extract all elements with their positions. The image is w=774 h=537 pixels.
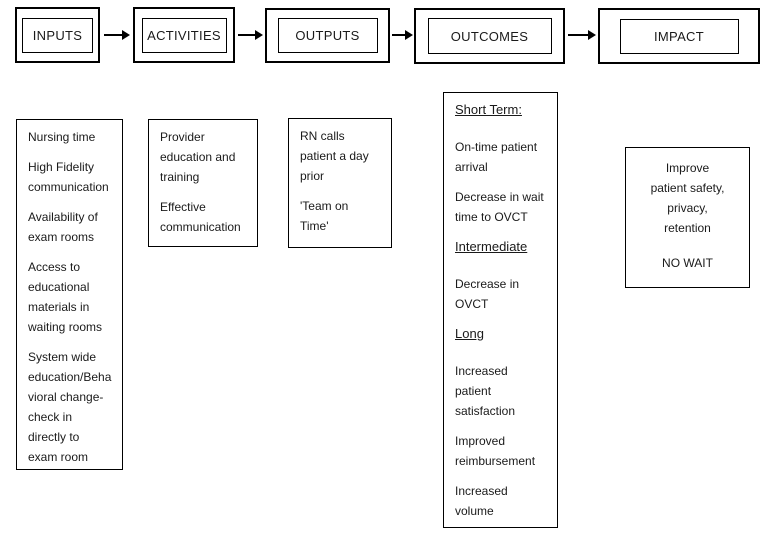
inputs-item-2-line-1: exam rooms — [28, 230, 95, 244]
impact-item-0-line-2: privacy, — [667, 201, 708, 215]
outputs-item-0: RN calls patient a day prior — [300, 126, 385, 186]
flow-arrow-1 — [104, 29, 130, 40]
arrow-right-icon — [588, 29, 596, 40]
impact-item-0-line-1: patient safety, — [650, 181, 725, 195]
outcomes-item-8-line-0: Increased — [455, 484, 508, 498]
inputs-item-3: Access to educational materials in waiting … — [28, 257, 116, 337]
flow-box-outputs: OUTPUTS — [265, 8, 390, 63]
inputs-item-4-line-4: directly to — [28, 430, 80, 444]
inputs-item-3-line-1: educational — [28, 280, 90, 294]
arrow-right-icon — [122, 29, 130, 40]
flow-box-impact-label: IMPACT — [654, 28, 704, 44]
inputs-item-4-line-1: education/Beha — [28, 370, 112, 384]
inputs-item-2: Availability of exam rooms — [28, 207, 116, 247]
arrow-right-icon — [255, 29, 263, 40]
flow-box-inputs-inner: INPUTS — [22, 17, 93, 53]
flow-box-inputs: INPUTS — [15, 7, 100, 63]
outcomes-item-4-line-0: Decrease in — [455, 277, 520, 291]
outcomes-item-3-heading: Intermediate — [455, 237, 551, 257]
flow-box-inputs-label: INPUTS — [32, 27, 83, 43]
activities-item-0: Provider education and training — [160, 127, 251, 187]
flow-arrow-4 — [568, 29, 596, 40]
outcomes-item-1: On-time patient arrival — [455, 137, 551, 177]
inputs-item-1: High Fidelity communication — [28, 157, 116, 197]
activities-item-1: Effective communication — [160, 197, 251, 237]
flow-arrow-2 — [238, 29, 263, 40]
inputs-item-3-line-2: materials in — [28, 300, 90, 314]
outcomes-item-3-line-0: Intermediate — [455, 239, 528, 254]
outcomes-item-7-line-0: Improved — [455, 434, 506, 448]
inputs-item-4-line-0: System wide — [28, 350, 97, 364]
outcomes-item-5-line-0: Long — [455, 326, 484, 341]
inputs-item-1-line-1: communication — [28, 180, 109, 194]
impact-item-1-line-0: NO WAIT — [662, 256, 713, 270]
outcomes-item-2: Decrease in wait time to OVCT — [455, 187, 551, 227]
flow-box-outcomes-inner: OUTCOMES — [427, 18, 552, 54]
outputs-item-1: 'Team on Time' — [300, 196, 385, 236]
activities-item-1-line-1: communication — [160, 220, 241, 234]
outputs-item-0-line-0: RN calls — [300, 129, 345, 143]
outcomes-item-6-line-0: Increased — [455, 364, 508, 378]
inputs-item-2-line-0: Availability of — [28, 210, 98, 224]
activities-item-0-line-0: Provider — [160, 130, 205, 144]
outcomes-item-2-line-1: time to OVCT — [455, 210, 528, 224]
inputs-item-1-line-0: High Fidelity — [28, 160, 95, 174]
inputs-item-4: System wide education/Beha vioral change-c… — [28, 347, 116, 467]
inputs-item-3-line-3: waiting rooms — [28, 320, 103, 334]
outcomes-item-0-line-0: Short Term: — [455, 102, 522, 117]
flow-box-impact: IMPACT — [598, 8, 760, 64]
impact-item-1: NO WAIT — [631, 253, 744, 273]
outcomes-item-0-heading: Short Term: — [455, 100, 551, 120]
outputs-detail-box: RN calls patient a day prior 'Team on Time' — [288, 118, 392, 248]
flow-box-impact-inner: IMPACT — [619, 18, 739, 54]
inputs-item-0-line-0: Nursing time — [28, 130, 96, 144]
outputs-item-1-line-1: Time' — [300, 219, 329, 233]
outcomes-item-1-line-1: arrival — [455, 160, 488, 174]
outcomes-item-4-line-1: OVCT — [455, 297, 489, 311]
inputs-item-0: Nursing time — [28, 127, 116, 147]
outcomes-item-4: Decrease in OVCT — [455, 274, 551, 314]
outcomes-item-6: Increased patient satisfaction — [455, 361, 551, 421]
flow-box-outcomes: OUTCOMES — [414, 8, 565, 64]
activities-item-0-line-2: training — [160, 170, 200, 184]
outputs-item-0-line-1: patient a day — [300, 149, 369, 163]
impact-item-0-line-0: Improve — [665, 161, 710, 175]
outputs-item-0-line-2: prior — [300, 169, 325, 183]
outputs-item-1-line-0: 'Team on — [300, 199, 349, 213]
outcomes-item-5-heading: Long — [455, 324, 551, 344]
flow-box-activities-inner: ACTIVITIES — [141, 17, 227, 53]
inputs-item-3-line-0: Access to — [28, 260, 81, 274]
inputs-item-4-line-2: vioral change- — [28, 390, 104, 404]
outcomes-item-8: Increased volume — [455, 481, 551, 521]
activities-item-0-line-1: education and — [160, 150, 236, 164]
outcomes-item-6-line-2: satisfaction — [455, 404, 516, 418]
impact-item-0-line-3: retention — [664, 221, 711, 235]
flow-box-outputs-label: OUTPUTS — [295, 28, 360, 43]
outcomes-item-8-line-1: volume — [455, 504, 494, 518]
outcomes-item-7: Improved reimbursement — [455, 431, 551, 471]
inputs-item-4-line-3: check in — [28, 410, 73, 424]
flow-box-activities: ACTIVITIES — [133, 7, 235, 63]
outcomes-item-7-line-1: reimbursement — [455, 454, 536, 468]
outcomes-item-2-line-0: Decrease in wait — [455, 190, 544, 204]
arrow-right-icon — [405, 29, 413, 40]
flow-box-outcomes-label: OUTCOMES — [450, 28, 529, 44]
impact-item-0: Improve patient safety, privacy, retention — [631, 158, 744, 238]
flow-box-activities-label: ACTIVITIES — [147, 27, 221, 43]
outcomes-item-6-line-1: patient — [455, 384, 492, 398]
flow-arrow-3 — [392, 29, 413, 40]
outcomes-item-1-line-0: On-time patient — [455, 140, 538, 154]
flow-box-outputs-inner: OUTPUTS — [277, 18, 378, 53]
inputs-item-4-line-5: exam room — [28, 450, 89, 464]
activities-item-1-line-0: Effective — [160, 200, 206, 214]
